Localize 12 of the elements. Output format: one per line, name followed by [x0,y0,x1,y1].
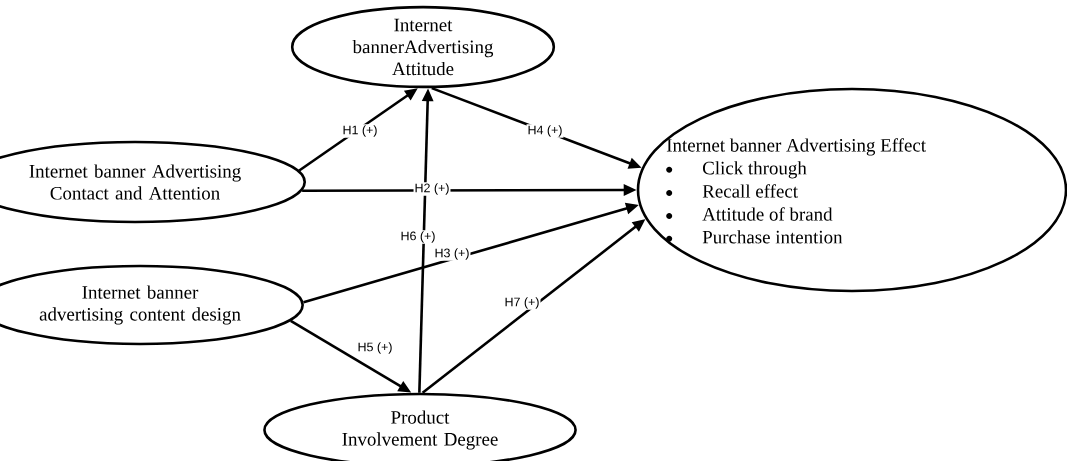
edge-label: H6 (+) [399,230,437,244]
edge-label: H7 (+) [503,296,541,310]
bullet-item: Click through [666,161,807,179]
edge-label: H3 (+) [433,247,471,261]
edge-label: H2 (+) [413,182,451,196]
edge-label: H4 (+) [526,124,564,138]
edge-label: H5 (+) [356,341,394,355]
heading-text: Internet banner Advertising Effect [666,138,926,156]
bullet-item: Attitude of brand [666,207,833,221]
bullet-item: Recall effect [666,184,798,198]
bullet-item: Purchase intention [666,230,843,244]
edge-label: H1 (+) [341,124,379,138]
